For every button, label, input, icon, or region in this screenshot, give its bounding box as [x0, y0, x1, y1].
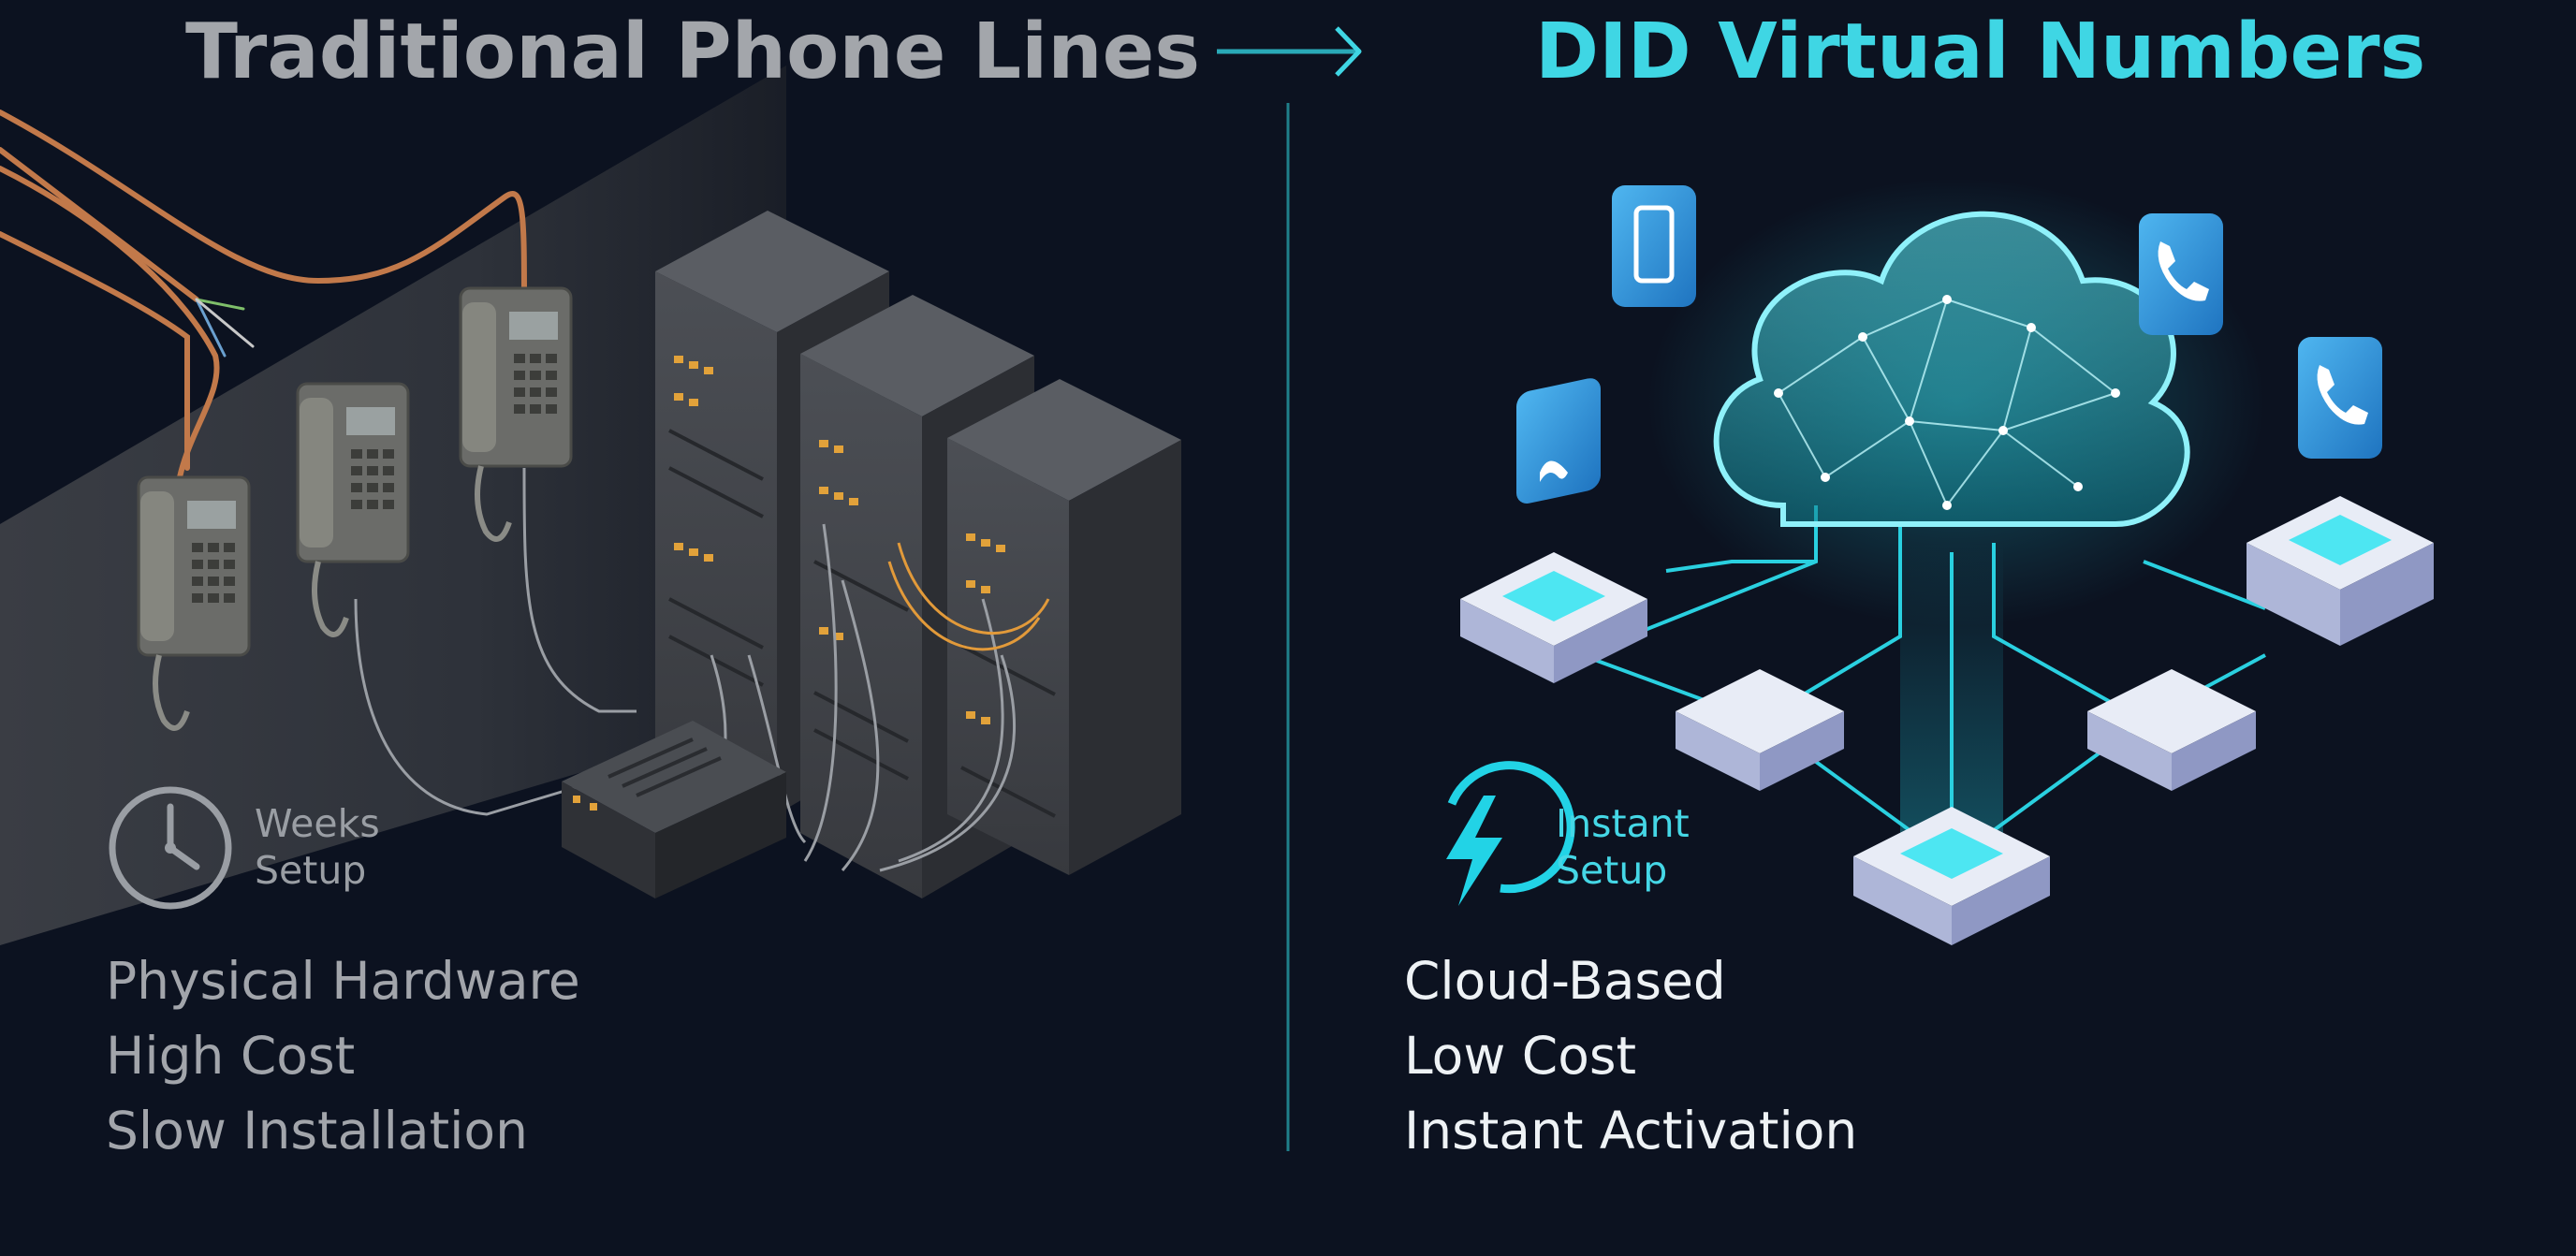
clock-icon	[109, 786, 232, 910]
setup-time-line2: Setup	[255, 848, 367, 893]
server-node-icon	[1676, 669, 1844, 791]
desk-phone-icon	[459, 286, 573, 542]
arrow-right-icon	[1217, 26, 1362, 77]
traditional-feature-list: Physical Hardware High Cost Slow Install…	[106, 943, 580, 1168]
server-rack-icon	[947, 379, 1181, 875]
feature-item: Low Cost	[1404, 1026, 1637, 1086]
feature-item: Cloud-Based	[1404, 951, 1726, 1011]
feature-item: High Cost	[106, 1026, 356, 1086]
phone-handset-icon	[2139, 213, 2223, 335]
setup-time-line1: Weeks	[255, 801, 380, 846]
setup-time-label: Weeks Setup	[255, 800, 380, 894]
instant-setup-line1: Instant	[1556, 801, 1690, 846]
fiber-cable	[897, 542, 1050, 635]
instant-setup-line2: Setup	[1556, 848, 1668, 893]
instant-setup-label: Instant Setup	[1556, 800, 1690, 894]
junction-box-icon	[562, 721, 786, 898]
cloud-network-icon	[1713, 211, 2190, 527]
feature-item: Physical Hardware	[106, 951, 580, 1011]
server-node-icon	[1853, 807, 2050, 945]
virtual-title: DID Virtual Numbers	[1535, 7, 2426, 96]
server-node-icon	[2247, 496, 2434, 646]
server-node-icon	[2087, 669, 2256, 791]
feature-item: Instant Activation	[1404, 1101, 1858, 1161]
desk-phone-icon	[296, 382, 410, 637]
virtual-feature-list: Cloud-Based Low Cost Instant Activation	[1404, 943, 1857, 1168]
fiber-cable	[887, 561, 1041, 651]
smartphone-icon	[1612, 185, 1696, 307]
copper-wires	[0, 110, 527, 508]
feature-item: Slow Installation	[106, 1101, 528, 1161]
phone-handset-icon	[1516, 378, 1601, 504]
traditional-title: Traditional Phone Lines	[185, 7, 1201, 96]
desk-phone-icon	[137, 475, 251, 731]
phone-handset-icon	[2298, 337, 2382, 459]
server-node-icon	[1460, 552, 1647, 683]
lightning-bolt-icon	[1446, 761, 1575, 906]
